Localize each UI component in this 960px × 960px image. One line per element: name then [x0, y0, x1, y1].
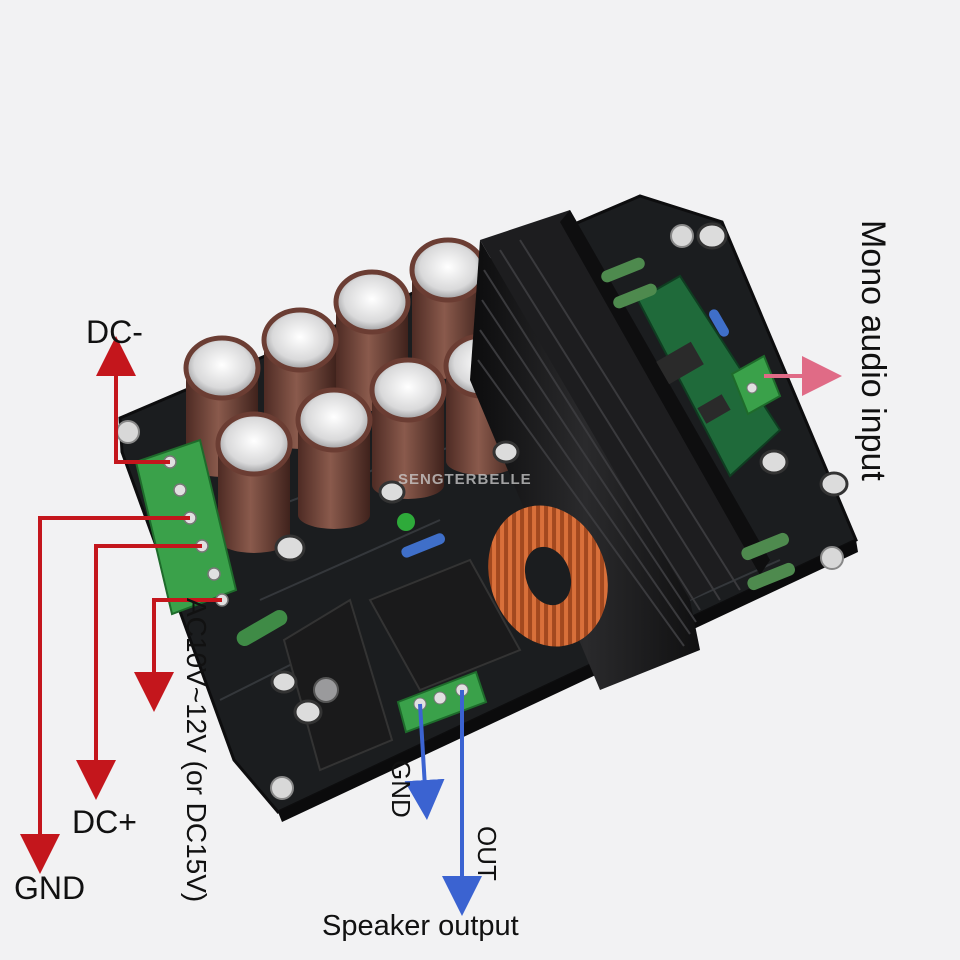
speaker-output-label: Speaker output	[322, 910, 519, 942]
ac-input-label: AC10V~12V (or DC15V)	[181, 598, 212, 903]
input-daughterboard	[636, 274, 782, 478]
power-arrows	[20, 336, 222, 874]
speaker-gnd-label: GND	[386, 760, 416, 818]
toroid-inductor	[488, 505, 608, 647]
relay	[368, 558, 522, 692]
mono-input-label: Mono audio input	[854, 220, 892, 481]
dc-minus-label: DC-	[86, 314, 143, 350]
power-terminal-block	[134, 438, 238, 616]
input-terminal-block	[730, 354, 782, 416]
watermark: SENGTERBELLE	[398, 471, 532, 488]
gnd-power-label: GND	[14, 870, 86, 906]
speaker-arrows	[404, 690, 482, 916]
main-heatsink	[470, 210, 770, 690]
dc-plus-label: DC+	[72, 804, 137, 840]
speaker-out-label: OUT	[472, 826, 502, 881]
